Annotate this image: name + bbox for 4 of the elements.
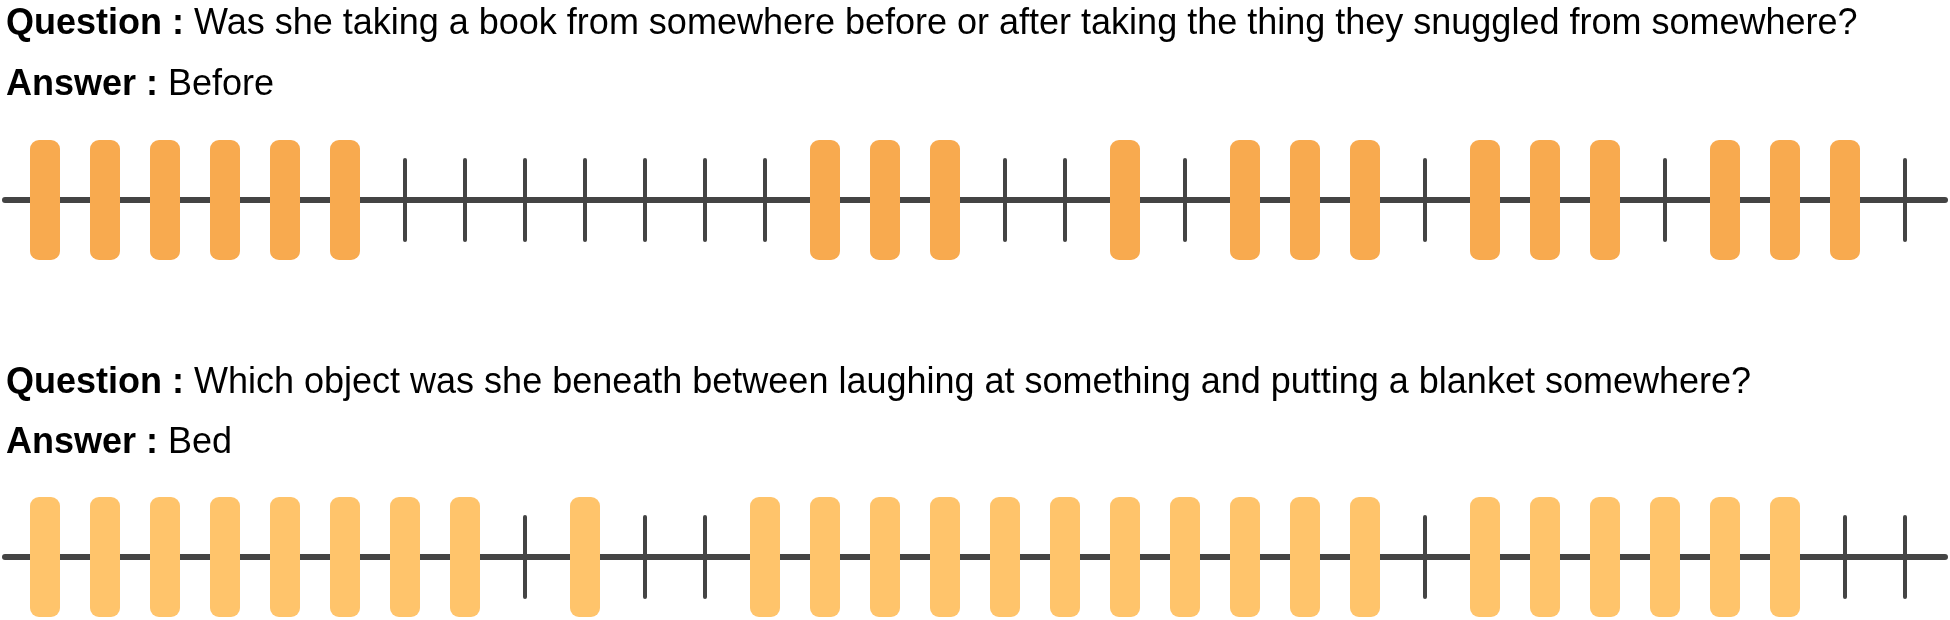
question-text: Question : Which object was she beneath between laughing at something and putting a blanket somewhere? bbox=[6, 361, 1752, 401]
answer-text: Answer : Bed bbox=[6, 421, 233, 461]
answer-text: Answer : Before bbox=[6, 63, 275, 103]
question-text: Question : Was she taking a book from somewhere before or after taking the thing they snuggled from somewhere? bbox=[6, 2, 1858, 42]
